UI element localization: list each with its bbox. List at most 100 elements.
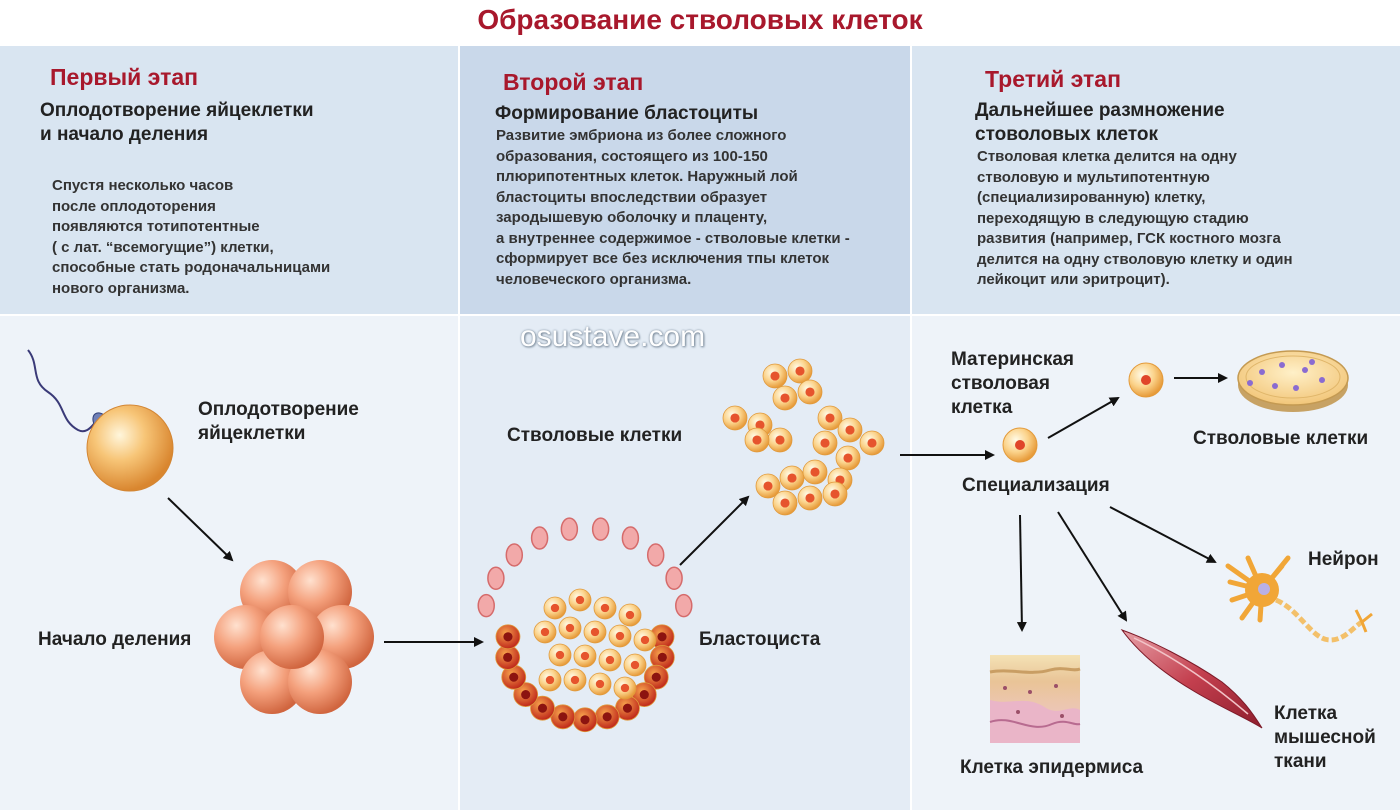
inner-cell-mass-cell-nucleus xyxy=(630,660,640,670)
label-muscle-cell: Клетка мышесной ткани xyxy=(1274,702,1376,774)
label-fertilization-line: яйцеклетки xyxy=(198,423,306,444)
stage-2-illustration-panel xyxy=(460,316,910,810)
stage-1-subtitle-line: Оплодотворение яйцеклетки xyxy=(40,100,314,121)
stem-cell-nucleus xyxy=(845,425,855,435)
inner-cell-mass-cell-nucleus xyxy=(605,655,615,665)
inner-cell-mass-cell-nucleus xyxy=(565,623,575,633)
stage-1-subtitle-line: и начало деления xyxy=(40,124,209,145)
stem-cell-nucleus xyxy=(787,473,797,483)
inner-cell-mass-cell-nucleus xyxy=(620,683,630,693)
label-muscle-cell-line: мышесной xyxy=(1274,727,1376,748)
inner-cell-mass-cell-nucleus xyxy=(540,627,550,637)
blastocyst-membrane-cell xyxy=(505,543,524,567)
stem-cell-cluster xyxy=(722,358,885,516)
arrow-egg-to-morula xyxy=(167,497,234,562)
inner-cell-mass-cell-nucleus xyxy=(595,679,605,689)
stem-cell-nucleus xyxy=(843,453,853,463)
label-stem-cells-right-line: Стволовые клетки xyxy=(1193,428,1369,449)
label-neuron: Нейрон xyxy=(1308,548,1379,572)
stem-cell-nucleus xyxy=(755,420,765,430)
page-title: Образование стволовых клеток xyxy=(477,4,923,35)
stage-2-title: Второй этап xyxy=(503,69,644,95)
blastocyst-membrane-cell xyxy=(591,517,610,541)
label-fertilization-line: Оплодотворение xyxy=(198,399,359,420)
stage-3-description-line: делится на одну стволовую клетку и один xyxy=(977,250,1293,268)
stage-3-description-line: (специализированную) клетку, xyxy=(977,189,1206,206)
stage-1-description-line: появляются тотипотентные xyxy=(52,218,260,235)
blastocyst-outer-cell-nucleus xyxy=(639,690,649,700)
inner-cell-mass-cell-nucleus xyxy=(555,650,565,660)
inner-cell-mass-cell-nucleus xyxy=(590,627,600,637)
inner-cell-mass-cell-nucleus xyxy=(615,631,625,641)
stem-cell-nucleus xyxy=(763,481,773,491)
label-blastocyst: Бластоциста xyxy=(699,628,820,652)
stage-3-description-line: Стволовая клетка делится на одну xyxy=(977,148,1237,165)
egg-cell xyxy=(86,404,174,492)
inner-cell-mass-cell-nucleus xyxy=(600,603,610,613)
label-blastocyst-line: Бластоциста xyxy=(699,629,821,650)
blastocyst-outer-cell-nucleus xyxy=(503,632,513,642)
label-specialization: Специализация xyxy=(962,474,1110,498)
blastocyst-outer-cell-nucleus xyxy=(509,672,519,682)
stage-3-description-line: переходящую в следующую стадию xyxy=(977,209,1249,227)
stage-2-header-panel xyxy=(460,46,910,314)
arrow-mother-to-stem xyxy=(1047,397,1120,439)
label-division-start-line: Начало деления xyxy=(38,629,192,650)
petri-dish xyxy=(1237,350,1349,412)
sperm-tail xyxy=(27,349,101,433)
label-division-start: Начало деления xyxy=(38,628,191,652)
arrow-to-neuron xyxy=(1109,506,1217,563)
stem-cell-nucleus xyxy=(867,438,877,448)
stage-3-description: Стволовая клетка делится на одну стволову… xyxy=(977,147,1293,291)
blastocyst-membrane-cell xyxy=(675,593,693,618)
label-specialization-line: Специализация xyxy=(962,475,1110,496)
blastocyst-membrane-cell xyxy=(665,566,683,590)
stage-2-subtitle: Формирование бластоциты xyxy=(495,102,758,126)
stage-2-description-line: а внутреннее содержимое - стволовые клет… xyxy=(496,229,850,247)
blastocyst-membrane-cell xyxy=(646,543,665,567)
blastocyst-membrane-cell xyxy=(621,526,640,550)
label-neuron-line: Нейрон xyxy=(1308,549,1379,570)
epidermis-illustration xyxy=(989,655,1081,743)
stage-3-description-line: лейкоцит или эритроцит). xyxy=(977,271,1170,288)
blastocyst-outer-cell-nucleus xyxy=(657,652,667,662)
stage-1-description-line: нового организма. xyxy=(52,279,190,297)
label-mother-stem-cell-line: клетка xyxy=(951,397,1013,418)
stem-cell-nucleus xyxy=(770,371,780,381)
stage-2-description-line: человеческого организма. xyxy=(496,270,692,288)
stage-3-subtitle-line: Дальнейшее размножение xyxy=(975,100,1225,121)
stage-1-illustration-panel xyxy=(0,316,458,810)
stem-cell-nucleus xyxy=(810,467,820,477)
arrow-to-epidermis xyxy=(1016,514,1027,632)
label-mother-stem-cell-line: стволовая xyxy=(951,373,1050,394)
stage-2-subtitle-line: Формирование бластоциты xyxy=(495,103,759,124)
morula xyxy=(214,560,374,714)
stage-3-description-line: стволовую и мультипотентную xyxy=(977,168,1210,186)
label-stem-cells-middle: Стволовые клетки xyxy=(507,424,682,448)
stem-cell-nucleus xyxy=(730,413,740,423)
blastocyst xyxy=(477,517,693,733)
label-muscle-cell-line: ткани xyxy=(1274,751,1327,772)
stage-1-description-line: после оплодоторения xyxy=(52,197,216,215)
stem-cell-nucleus xyxy=(752,435,762,445)
stage-1-header-panel xyxy=(0,46,458,314)
stem-cell-nucleus xyxy=(780,393,790,403)
stage-3-description-line: развития (например, ГСК костного мозга xyxy=(977,230,1281,247)
blastocyst-outer-cell-nucleus xyxy=(622,703,633,713)
label-muscle-cell-line: Клетка xyxy=(1274,703,1338,724)
stem-cell-nucleus xyxy=(820,438,830,448)
neuron-illustration xyxy=(1225,555,1373,643)
blastocyst-outer-cell-nucleus xyxy=(521,690,531,700)
stage-2-description-line: сформирует все без исключения тпы клеток xyxy=(496,250,830,267)
blastocyst-outer-cell-nucleus xyxy=(503,652,513,662)
label-stem-cells-right: Стволовые клетки xyxy=(1193,427,1368,451)
stage-2-description-line: Развитие эмбриона из более сложного xyxy=(496,127,787,144)
blastocyst-membrane-cell xyxy=(530,526,549,550)
stage-2-description-line: плюрипотентных клеток. Наружный лой xyxy=(496,168,798,185)
inner-cell-mass-cell-nucleus xyxy=(570,675,580,685)
